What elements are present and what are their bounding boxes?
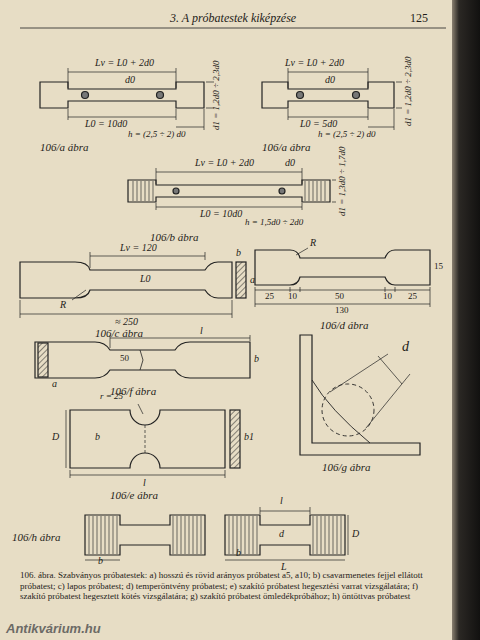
dimension: l <box>280 496 283 507</box>
book-binding <box>452 0 480 640</box>
dimension: D <box>352 529 359 540</box>
dimension: 25 <box>265 292 274 301</box>
dimension: d0 <box>285 158 295 169</box>
dimension: b <box>236 248 241 259</box>
figure-label: 106/a ábra <box>262 142 311 154</box>
dimension: 10 <box>383 292 392 301</box>
dimension: d0 <box>125 75 135 86</box>
dimension: b <box>254 354 259 365</box>
dimension: L <box>281 562 287 573</box>
dimension: 50 <box>335 292 344 301</box>
figure-label: 106/h ábra <box>12 532 61 544</box>
figure-label: 106/c ábra <box>95 328 143 340</box>
dimension: L0 <box>140 274 151 285</box>
figure-label: 106/d ábra <box>320 320 369 332</box>
dimension: a <box>250 275 255 286</box>
dimension: D <box>52 432 59 443</box>
dimension: Lv = L0 + 2d0 <box>285 58 344 69</box>
dimension: b <box>236 548 241 559</box>
dimension: L0 = 10d0 <box>85 119 127 130</box>
dimension: d1 = 1,2d0 ÷ 2,3d0 <box>404 56 413 126</box>
radius-label: R <box>310 238 316 249</box>
dimension: L0 = 10d0 <box>200 209 242 220</box>
dimension: b1 <box>244 432 254 443</box>
dimension: 130 <box>335 306 349 315</box>
dimension: h = (2,5 ÷ 2) d0 <box>318 130 376 139</box>
dimension: 25 <box>408 292 417 301</box>
dimension: Lv = L0 + 2d0 <box>195 158 254 169</box>
dimension: b <box>95 432 100 443</box>
dimension: d <box>279 529 284 540</box>
dimension: b <box>98 556 103 567</box>
figure-label: 106/g ábra <box>322 462 371 474</box>
dimension: L0 = 5d0 <box>300 119 337 130</box>
dimension: h = (2,5 ÷ 2) d0 <box>128 130 186 139</box>
dimension: 50 <box>120 354 129 363</box>
dimension: l <box>200 326 203 337</box>
dimension: Lv = L0 + 2d0 <box>95 58 154 69</box>
dimension: l <box>143 478 146 489</box>
dimension: 15 <box>434 262 443 271</box>
dimension: d1 = 1,2d0 ÷ 2,3d0 <box>212 60 221 130</box>
radius-label: r = 25 <box>100 392 123 401</box>
dimension: a <box>52 379 57 390</box>
figure-label: 106/b ábra <box>150 232 199 244</box>
watermark: Antikvárium.hu <box>6 622 101 636</box>
page-number: 125 <box>410 12 428 25</box>
dimension: Lv = 120 <box>120 243 157 254</box>
radius-label: R <box>60 300 66 311</box>
dimension: d <box>402 340 409 355</box>
dimension: h = 1,5d0 ÷ 2d0 <box>245 218 303 227</box>
page-heading: 3. A próbatestek kiképzése <box>170 12 296 25</box>
dimension: d1 = 1,3d0 ÷ 1,7d0 <box>338 146 347 216</box>
figure-caption: 106. ábra. Szabványos próbatestek: a) ho… <box>20 570 445 602</box>
dimension: ≈ 250 <box>115 317 138 328</box>
dimension: 10 <box>288 292 297 301</box>
figure-label: 106/a ábra <box>40 142 89 154</box>
dimension: d0 <box>325 75 335 86</box>
figure-label: 106/e ábra <box>110 490 158 502</box>
